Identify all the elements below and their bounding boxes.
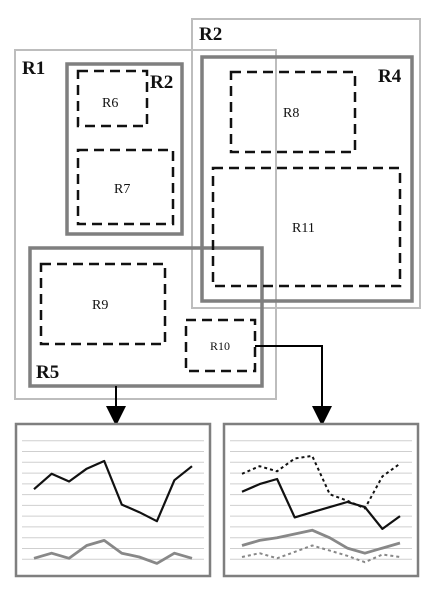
series-gray-line — [33, 539, 193, 565]
chart-frame — [14, 422, 212, 578]
region-r6 — [76, 69, 149, 128]
region-r11 — [211, 166, 402, 288]
region-r2-inner — [65, 62, 184, 236]
label-r2-outer: R2 — [199, 24, 222, 45]
label-r4: R4 — [378, 66, 402, 87]
series-gray-line — [241, 528, 401, 555]
label-r7: R7 — [114, 182, 130, 197]
region-r9 — [39, 262, 167, 346]
label-r1: R1 — [22, 58, 45, 79]
label-r8: R8 — [283, 106, 299, 121]
region-r2-outer — [191, 18, 421, 309]
label-r10: R10 — [210, 339, 230, 353]
chart-left — [14, 422, 212, 578]
series-dotted-line — [241, 454, 401, 510]
region-r4 — [200, 55, 414, 303]
region-r5 — [28, 246, 264, 388]
region-r10 — [184, 318, 257, 373]
label-r11: R11 — [292, 221, 315, 236]
region-r1-outer — [14, 49, 277, 400]
arrow-r10-to-chart2 — [255, 345, 332, 426]
series-gray-dotted-line — [241, 544, 401, 564]
label-r6: R6 — [102, 96, 118, 111]
series-dark-line — [241, 477, 401, 531]
series-dark-line — [33, 459, 193, 523]
label-r2-inner: R2 — [150, 72, 173, 93]
region-r7 — [76, 148, 175, 226]
region-r8 — [229, 70, 357, 154]
chart-frame — [222, 422, 420, 578]
label-r5: R5 — [36, 362, 59, 383]
label-r9: R9 — [92, 298, 108, 313]
chart-right — [222, 422, 420, 578]
